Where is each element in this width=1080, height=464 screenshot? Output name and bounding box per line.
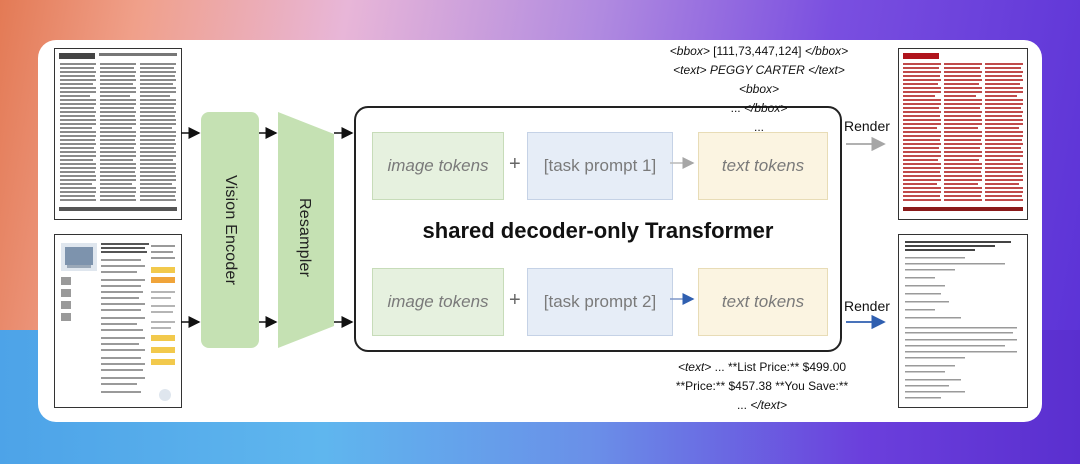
ocr-annotation-top: <bbox> [111,73,447,124] </bbox> <text> P…: [652, 42, 866, 137]
row2-image-tokens: image tokens: [372, 268, 504, 336]
vision-encoder-block: Vision Encoder: [201, 112, 259, 348]
ellipsis-line: ...: [753, 120, 764, 134]
output-document-markdown: [898, 234, 1028, 408]
markdown-render-image: [905, 241, 1017, 399]
row1-plus: +: [509, 153, 521, 175]
ocr-text-value: PEGGY CARTER: [706, 63, 809, 77]
ocr-render-image: [903, 53, 1023, 211]
product-page-image: [61, 243, 175, 401]
render-label-top: Render: [844, 118, 890, 134]
row1-task-prompt: [task prompt 1]: [527, 132, 673, 200]
render-label-bottom: Render: [844, 298, 890, 314]
row2-text-tokens: text tokens: [698, 268, 828, 336]
resampler-block: Resampler: [278, 112, 334, 348]
newspaper-image: [59, 53, 177, 211]
output-document-ocr: [898, 48, 1028, 220]
row2-plus: +: [509, 289, 521, 311]
bbox-open-tag-2: <bbox>: [738, 82, 780, 96]
row1-text-tokens: text tokens: [698, 132, 828, 200]
text-close-tag: </text>: [808, 63, 845, 77]
input-document-newspaper: [54, 48, 182, 220]
transformer-title: shared decoder-only Transformer: [422, 218, 774, 243]
input-document-product-page: [54, 234, 182, 408]
resampler-shape: [278, 112, 334, 348]
bbox-close-tag: </bbox>: [804, 44, 849, 58]
text-open-tag-bottom: <text>: [677, 360, 712, 374]
text-close-tag-bottom: </text>: [750, 398, 788, 412]
text-open-tag: <text>: [673, 63, 707, 77]
bbox-close-tag-2: </bbox>: [743, 101, 788, 115]
resampler-label: Resampler: [296, 198, 313, 278]
bbox-coordinates: [111,73,447,124]: [709, 44, 805, 58]
markdown-annotation-bottom: <text> ... **List Price:** $499.00 **Pri…: [658, 358, 866, 415]
row1-image-tokens: image tokens: [372, 132, 504, 200]
price-text: **Price:** $457.38 **You Save:**: [675, 379, 849, 393]
bbox-open-tag: <bbox>: [669, 44, 710, 58]
ellipsis-bottom: ...: [736, 398, 751, 412]
vision-encoder-label: Vision Encoder: [222, 174, 239, 286]
row2-task-prompt: [task prompt 2]: [527, 268, 673, 336]
ellipsis: ...: [730, 101, 744, 115]
shared-transformer-box: image tokens + [task prompt 1] text toke…: [354, 106, 842, 352]
list-price-text: ... **List Price:** $499.00: [711, 360, 847, 374]
